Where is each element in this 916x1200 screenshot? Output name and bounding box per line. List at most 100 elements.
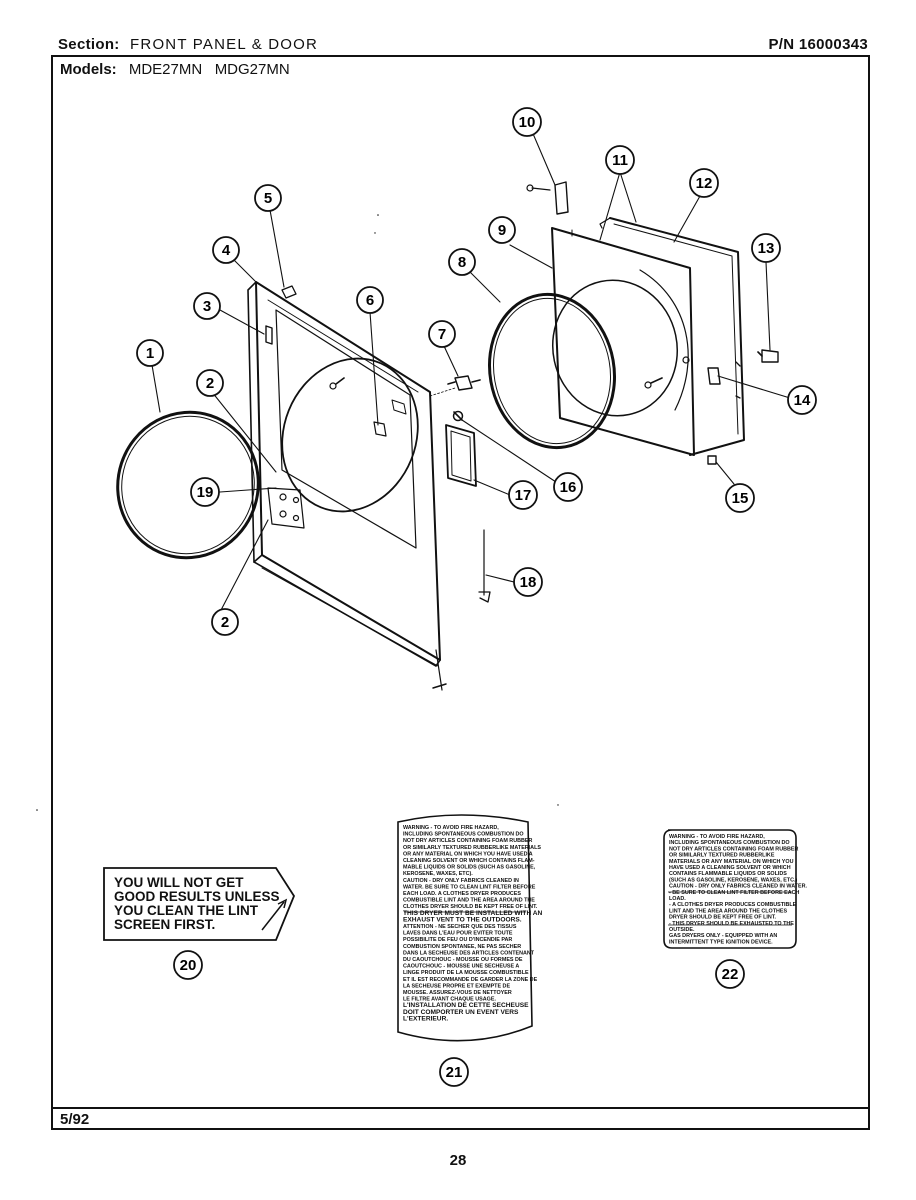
svg-text:6: 6 [366,292,374,309]
l22text-line: NOT DRY ARTICLES CONTAINING FOAM RUBBER [669,846,798,852]
callout-20: 20 [173,950,203,980]
svg-text:7: 7 [438,326,446,343]
callout-8: 8 [448,248,476,276]
l22text-line: - A CLOTHES DRYER PRODUCES COMBUSTIBLE [669,902,797,908]
l22text-line: OUTSIDE. [669,927,695,933]
l21text-line: CLOTHES DRYER SHOULD BE KEPT FREE OF LIN… [403,904,538,910]
callout-10: 10 [512,107,542,137]
l21text-line: THIS DRYER MUST BE INSTALLED WITH AN [403,910,543,917]
callout-2-lower: 2 [211,608,239,636]
label-20-lint-reminder: YOU WILL NOT GET GOOD RESULTS UNLESS YOU… [103,867,296,941]
l22text-line: LOAD. [669,896,686,902]
label-20-line-4: SCREEN FIRST. [114,917,215,932]
l22text-line: LINT AND THE AREA AROUND THE CLOTHES [669,908,787,914]
section-value: FRONT PANEL & DOOR [130,36,319,53]
l21text-line: EXHAUST VENT TO THE OUTDOORS. [403,916,522,923]
callout-7: 7 [428,320,456,348]
label-22-text: WARNING - TO AVOID FIRE HAZARD,INCLUDING… [669,834,807,945]
callout-3: 3 [193,292,221,320]
part-5-clip [281,285,297,299]
callout-14: 14 [787,385,817,415]
callout-1: 1 [136,339,164,367]
l21text-line: INCLUDING SPONTANEOUS COMBUSTION DO [403,832,524,838]
models-line: Models: MDE27MN MDG27MN [60,61,290,78]
svg-text:13: 13 [758,240,775,257]
l21text-line: L'INSTALLATION DE CETTE SECHEUSE [403,1002,529,1009]
l21text-line: ATTENTION - NE SECHER QUE DES TISSUS [403,924,517,930]
svg-text:2: 2 [206,375,214,392]
svg-text:11: 11 [612,152,628,169]
callout-9: 9 [488,216,516,244]
models-values: MDE27MN MDG27MN [128,61,290,78]
svg-text:2: 2 [221,614,229,631]
l22text-line: HAVE USED A CLEANING SOLVENT OR WHICH [669,865,791,871]
l21text-line: MOUSSE. ASSUREZ-VOUS DE NETTOYER [403,990,512,996]
svg-text:14: 14 [794,392,811,409]
part-17-lint-cover [445,424,477,487]
l21text-line: LA SECHEUSE PROPRE ET EXEMPTE DE [403,983,510,989]
callout-5: 5 [254,184,282,212]
diagram-frame [51,55,870,1130]
label-22-warning-label: WARNING - TO AVOID FIRE HAZARD,INCLUDING… [663,829,807,949]
part-9-inner-door [551,227,695,456]
svg-text:5: 5 [264,190,272,207]
revision-date: 5/92 [60,1111,90,1128]
svg-text:3: 3 [203,298,211,315]
l21text-line: EACH LOAD. A CLOTHES DRYER PRODUCES [403,891,521,897]
part-4-front-panel [247,281,447,691]
callout-13: 13 [751,233,781,263]
l21text-line: MABLE LIQUIDS OR SOLIDS (SUCH AS GASOLIN… [403,865,536,871]
callout-15: 15 [725,483,755,513]
l21text-line: COMBUSTION SPONTANEE, NE PAS SECHER [403,944,521,950]
l21text-line: NOT DRY ARTICLES CONTAINING FOAM RUBBER [403,838,532,844]
l22text-line: INCLUDING SPONTANEOUS COMBUSTION DO [669,840,790,846]
l22text-line: INTERMITTENT TYPE IGNITION DEVICE. [669,939,773,945]
l21text-line: KEROSENE, WAXES, ETC). [403,871,473,877]
svg-text:16: 16 [560,479,577,496]
part-18-rod [478,529,491,603]
svg-text:18: 18 [520,574,537,591]
svg-text:19: 19 [197,484,214,501]
callout-2-upper: 2 [196,369,224,397]
l21text-line: ET IL EST RECOMMANDE DE GARDER LA ZONE D… [403,977,538,983]
l21text-line: OR SIMILARLY TEXTURED RUBBERLIKE MATERIA… [403,845,541,851]
l22text-line: DRYER SHOULD BE KEPT FREE OF LINT. [669,915,777,921]
callout-6: 6 [356,286,384,314]
l21text-line: WATER. BE SURE TO CLEAN LINT FILTER BEFO… [403,884,536,890]
page-number: 28 [449,1152,467,1169]
l22text-line: - BE SURE TO CLEAN LINT FILTER BEFORE EA… [669,890,799,896]
part-13-knob [757,349,779,363]
l21text-line: CLEANING SOLVENT OR WHICH CONTAINS FLAM- [403,858,535,864]
part-3-clip [265,325,273,345]
l22text-line: WARNING - TO AVOID FIRE HAZARD, [669,834,765,840]
part-12-outer-door [599,217,745,456]
callout-21: 21 [439,1057,469,1087]
l21text-line: WARNING - TO AVOID FIRE HAZARD, [403,825,499,831]
callout-17: 17 [508,480,538,510]
svg-text:1: 1 [146,345,154,362]
callout-18: 18 [513,567,543,597]
l22text-line: MATERIALS OR ANY MATERIAL ON WHICH YOU [669,859,794,865]
part-8-door-gasket [487,292,617,450]
svg-text:12: 12 [696,175,713,192]
svg-text:21: 21 [446,1064,463,1081]
svg-text:8: 8 [458,254,466,271]
l21text-line: DOIT COMPORTER UN EVENT VERS [403,1009,519,1016]
section-heading: Section: FRONT PANEL & DOOR [58,36,318,53]
svg-text:22: 22 [722,966,739,983]
callout-22: 22 [715,959,745,989]
part-number: P/N 16000343 [768,36,868,53]
svg-text:15: 15 [732,490,749,507]
models-label: Models: [60,61,117,78]
label-21-warning-label: WARNING - TO AVOID FIRE HAZARD,INCLUDING… [397,814,543,1042]
callout-11: 11 [605,145,635,175]
l22text-line: (SUCH AS GASOLINE, KEROSENE, WAXES, ETC.… [669,877,797,883]
l21text-line: COMBUSTIBLE LINT AND THE AREA AROUND THE [403,898,535,904]
part-16-bumper [452,410,464,422]
svg-text:4: 4 [222,242,231,259]
leader-lines [151,121,791,613]
l21text-line: LAVES DANS L'EAU POUR EVITER TOUTE [403,931,513,937]
svg-text:17: 17 [515,487,532,504]
l22text-line: OR SIMILARLY TEXTURED RUBBERLIKE [669,853,775,859]
